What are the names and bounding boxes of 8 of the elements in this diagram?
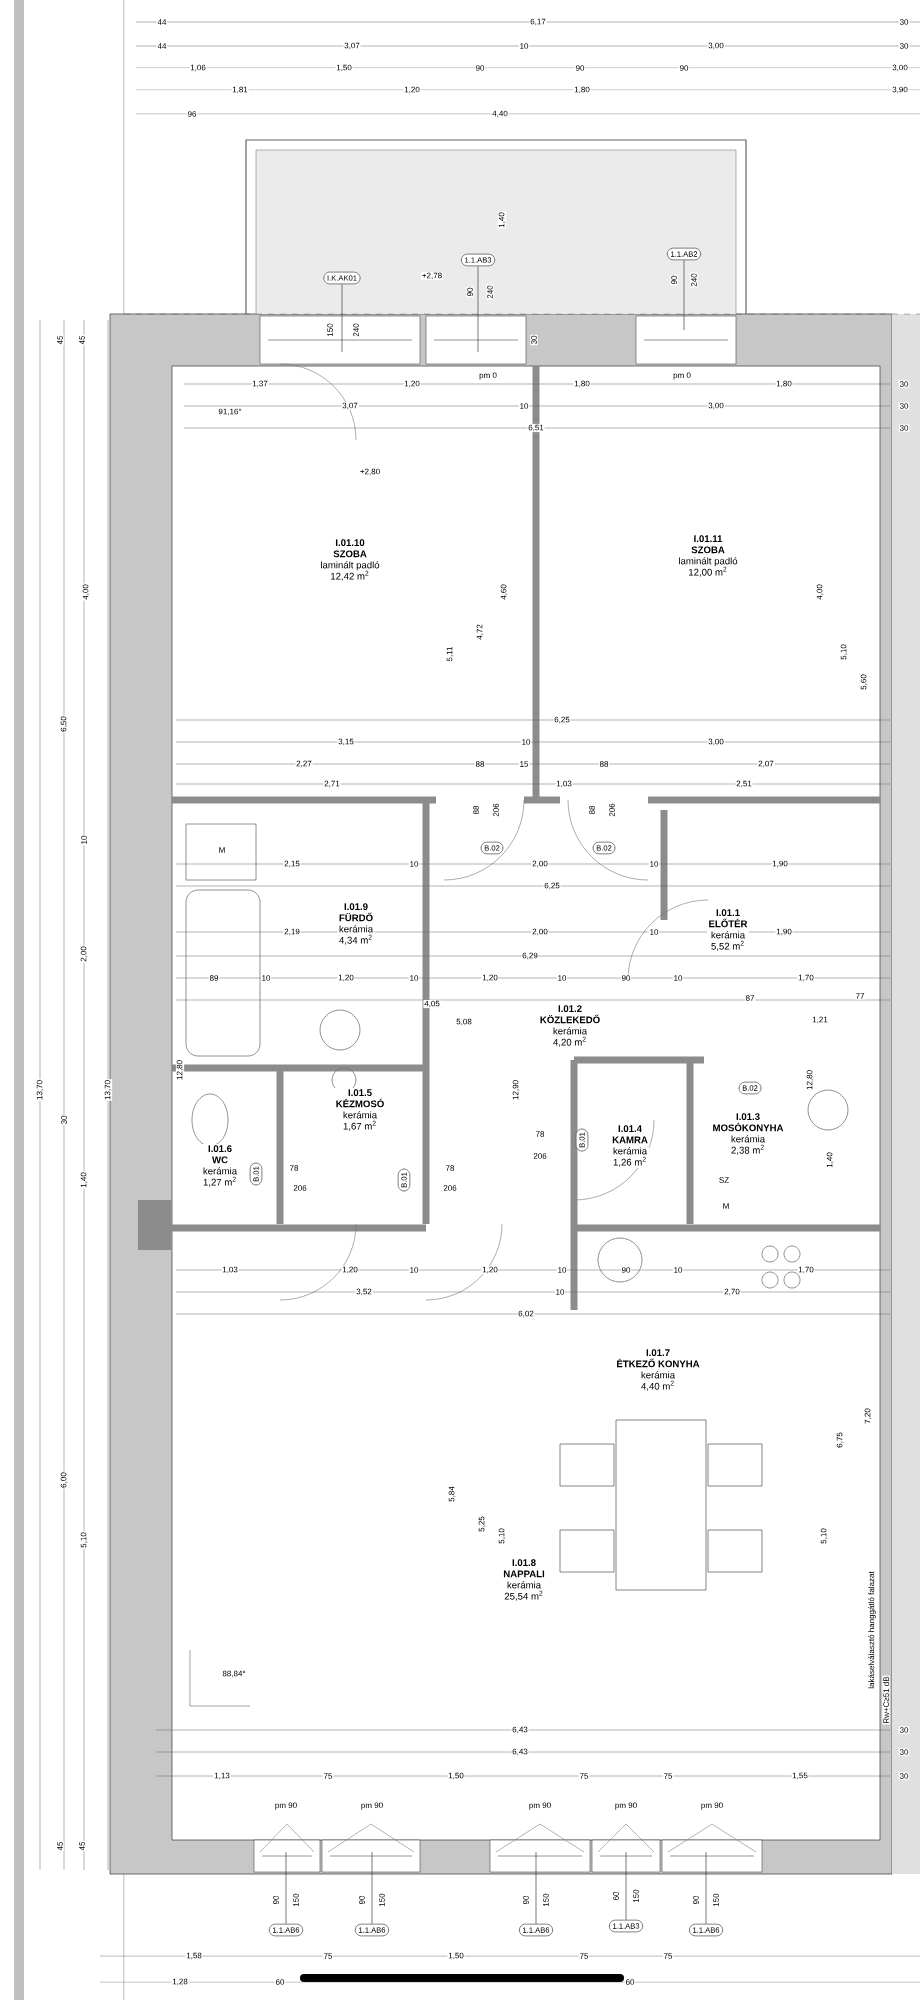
leader-line — [371, 1851, 373, 1925]
leader-line — [625, 1851, 627, 1921]
leader-line — [285, 1851, 287, 1925]
leader-line — [705, 1851, 707, 1925]
leader-line — [535, 1851, 537, 1925]
leader-line — [477, 265, 479, 353]
leader-line — [683, 259, 685, 331]
leader-line — [341, 283, 343, 353]
